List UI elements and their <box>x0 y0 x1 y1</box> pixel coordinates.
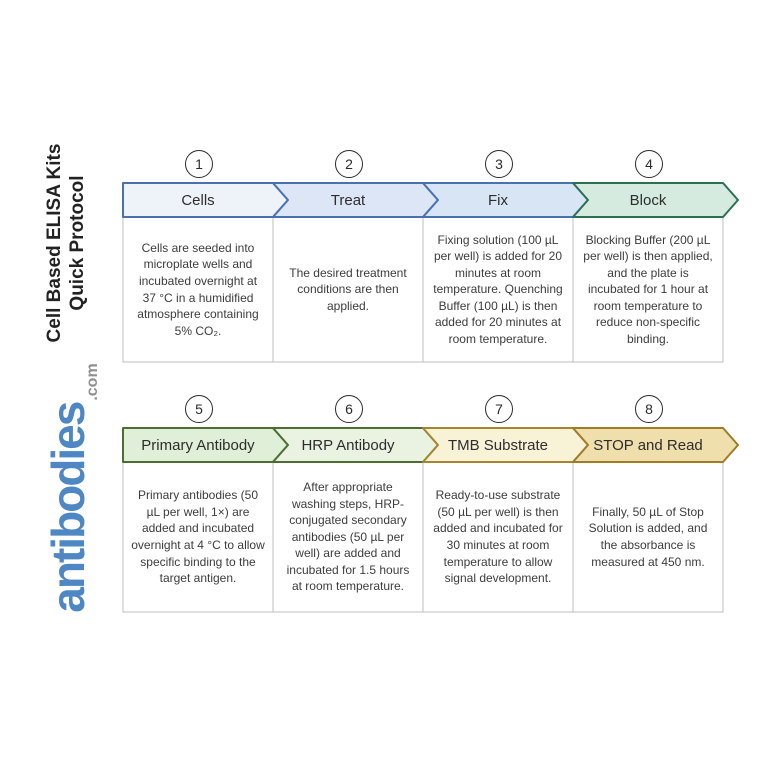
step-2-box <box>272 216 424 363</box>
step-4-arrow <box>572 182 739 218</box>
step-6-box <box>272 461 424 613</box>
step-5-box <box>122 461 274 613</box>
step-4-number-text: 4 <box>645 156 653 172</box>
step-8-description: Finally, 50 µL of Stop Solution is added… <box>581 462 715 612</box>
step-5-number-text: 5 <box>195 401 203 417</box>
step-7-description-text: Ready-to-use substrate (50 µL per well) … <box>433 488 563 586</box>
step-4-description: Blocking Buffer (200 µL per well) is the… <box>581 217 715 362</box>
step-8-number-text: 8 <box>645 401 653 417</box>
step-1-number: 1 <box>185 150 213 178</box>
step-6-number: 6 <box>335 395 363 423</box>
step-6-label: HRP Antibody <box>301 436 395 454</box>
step-3-description: Fixing solution (100 µL per well) is add… <box>431 217 565 362</box>
step-5-description-text: Primary antibodies (50 µL per well, 1×) … <box>131 488 265 586</box>
step-4-description-text: Blocking Buffer (200 µL per well) is the… <box>583 232 713 346</box>
step-6-description: After appropriate washing steps, HRP-con… <box>281 462 415 612</box>
step-7-label: TMB Substrate <box>447 436 549 454</box>
step-8-arrow <box>572 427 739 463</box>
step-4-box <box>572 216 724 363</box>
step-5-label: Primary Antibody <box>141 436 255 454</box>
step-1-label: Cells <box>181 191 215 209</box>
step-6-description-text: After appropriate washing steps, HRP-con… <box>286 480 410 594</box>
step-3-number-text: 3 <box>495 156 503 172</box>
step-5-number: 5 <box>185 395 213 423</box>
step-2-label: Treat <box>330 191 366 209</box>
step-8-description-text: Finally, 50 µL of Stop Solution is added… <box>588 504 708 569</box>
step-7-description: Ready-to-use substrate (50 µL per well) … <box>431 462 565 612</box>
step-1-description: Cells are seeded into microplate wells a… <box>131 217 265 362</box>
step-2-number-text: 2 <box>345 156 353 172</box>
step-7-number-text: 7 <box>495 401 503 417</box>
step-7-number: 7 <box>485 395 513 423</box>
step-1-description-text: Cells are seeded into microplate wells a… <box>137 240 259 338</box>
step-4-number: 4 <box>635 150 663 178</box>
step-1-box <box>122 216 274 363</box>
step-3-description-text: Fixing solution (100 µL per well) is add… <box>433 232 563 346</box>
step-2-description: The desired treatment conditions are the… <box>281 217 415 362</box>
step-8-number: 8 <box>635 395 663 423</box>
step-5-description: Primary antibodies (50 µL per well, 1×) … <box>131 462 265 612</box>
step-1-number-text: 1 <box>195 156 203 172</box>
step-8-label: STOP and Read <box>593 436 703 454</box>
step-7-box <box>422 461 574 613</box>
step-2-number: 2 <box>335 150 363 178</box>
step-6-number-text: 6 <box>345 401 353 417</box>
step-3-label: Fix <box>488 191 508 209</box>
step-4-label: Block <box>629 191 667 209</box>
step-2-description-text: The desired treatment conditions are the… <box>289 265 407 313</box>
step-8-box <box>572 461 724 613</box>
step-3-number: 3 <box>485 150 513 178</box>
